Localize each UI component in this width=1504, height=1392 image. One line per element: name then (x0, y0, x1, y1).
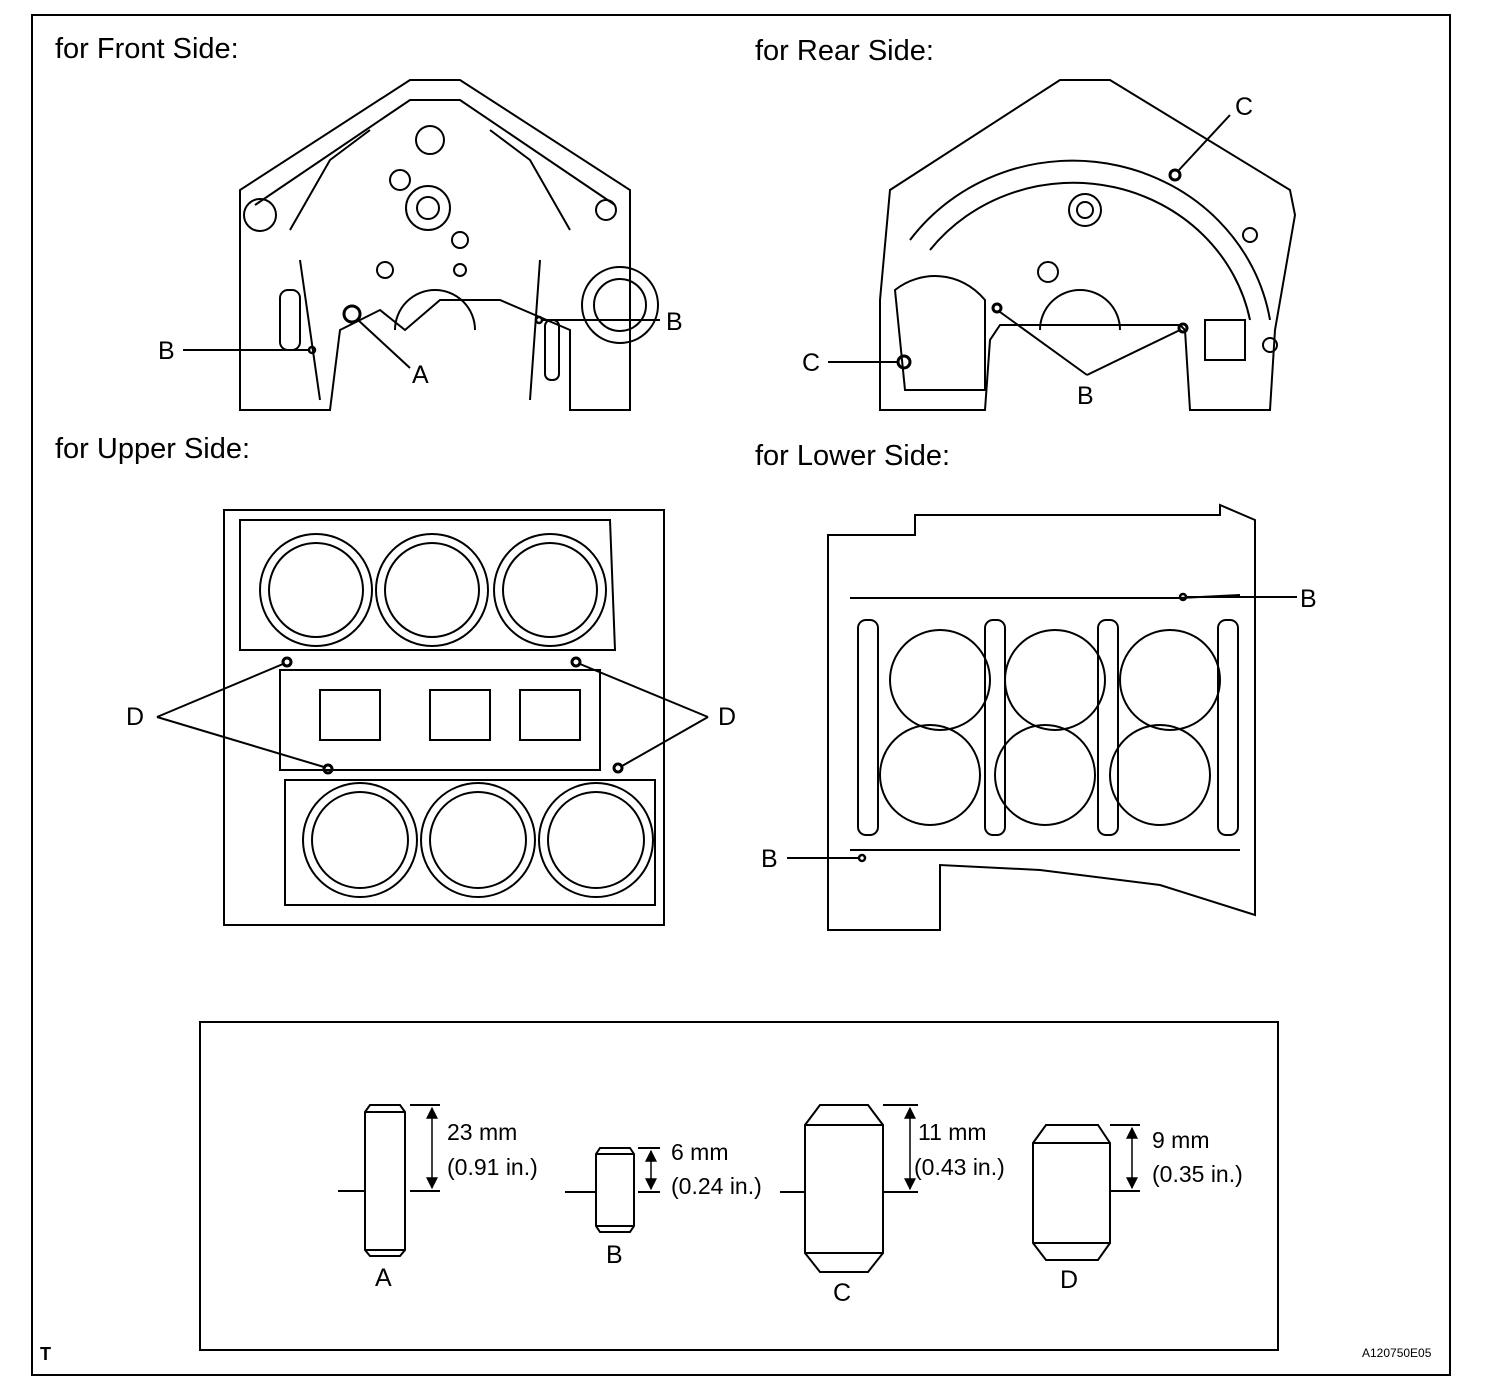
front-side-block (239, 79, 659, 411)
pin-b-drawing (565, 1147, 660, 1233)
upper-callout-d-right: D (718, 703, 737, 731)
front-callout-b-right: B (666, 308, 683, 336)
rear-callout-b: B (1077, 382, 1094, 410)
lower-side-leaders (787, 596, 1297, 859)
pin-a-length-mm: 23 mm (447, 1119, 518, 1145)
pin-d-drawing (1032, 1124, 1140, 1261)
upper-side-block (223, 509, 665, 926)
pin-d-length-mm: 9 mm (1152, 1127, 1210, 1153)
lower-side-title: for Lower Side: (755, 440, 951, 472)
rear-side-title: for Rear Side: (755, 35, 934, 67)
lower-callout-b-top: B (1300, 585, 1317, 613)
rear-callout-c-top: C (1235, 93, 1254, 121)
pin-d-length-in: (0.35 in.) (1152, 1161, 1243, 1187)
front-callout-b-left: B (158, 337, 175, 365)
footer-left-mark: T (40, 1344, 51, 1364)
lower-callout-b-bottom: B (761, 845, 778, 873)
pin-c-length-in: (0.43 in.) (914, 1154, 1005, 1180)
front-side-title: for Front Side: (55, 33, 239, 65)
upper-side-title: for Upper Side: (55, 433, 251, 465)
pin-d-label: D (1060, 1266, 1079, 1294)
pin-b-length-in: (0.24 in.) (671, 1173, 762, 1199)
pin-c-label: C (833, 1279, 852, 1307)
front-side-leaders (183, 319, 660, 369)
pin-a-label: A (375, 1264, 392, 1292)
pin-a-length-in: (0.91 in.) (447, 1154, 538, 1180)
lower-side-block (827, 503, 1256, 931)
diagram-frame (31, 14, 1451, 1376)
rear-side-block (879, 79, 1297, 411)
pin-legend-box (199, 1021, 1279, 1351)
rear-side-leaders (828, 114, 1231, 376)
pin-b-label: B (606, 1241, 623, 1269)
pin-b-length-mm: 6 mm (671, 1139, 729, 1165)
upper-callout-d-left: D (126, 703, 145, 731)
upper-side-leaders (156, 663, 709, 768)
rear-callout-c-left: C (802, 349, 821, 377)
front-callout-a: A (412, 361, 429, 389)
pin-c-length-mm: 11 mm (918, 1119, 987, 1145)
pin-c-drawing (780, 1104, 918, 1273)
figure-id: A120750E05 (1362, 1346, 1432, 1360)
pin-a-drawing (338, 1104, 440, 1257)
